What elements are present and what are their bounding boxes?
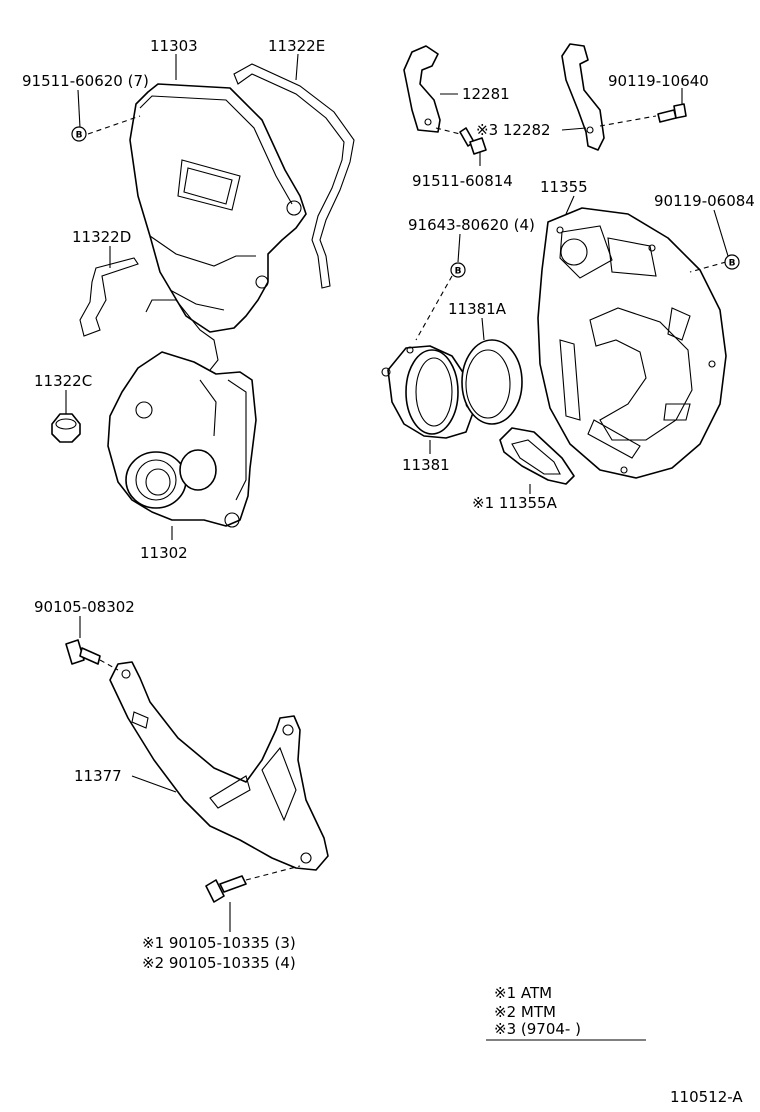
engine-hanger-12282[interactable] — [561, 43, 605, 151]
badge-b-text: B — [455, 267, 462, 277]
legend-note-3: ※3 (9704- ) — [494, 1020, 581, 1038]
badge-b-90119-06084: B — [724, 254, 740, 270]
label-90105-10335-atm: ※1 90105-10335 (3) — [142, 934, 296, 952]
label-90105-10335-mtm: ※2 90105-10335 (4) — [142, 954, 296, 972]
label-11377: 11377 — [74, 767, 122, 785]
legend: ※1 ATM ※2 MTM ※3 (9704- ) — [486, 984, 646, 1041]
badge-b-text: B — [729, 259, 736, 269]
label-12281: 12281 — [462, 85, 510, 103]
label-11302: 11302 — [140, 544, 188, 562]
label-91511-60814: 91511-60814 — [412, 172, 513, 190]
label-91643-80620: 91643-80620 (4) — [408, 216, 535, 234]
label-90119-10640: 90119-10640 — [608, 72, 709, 90]
rear-end-plate-11355[interactable] — [537, 207, 727, 479]
label-90119-06084: 90119-06084 — [654, 192, 755, 210]
hole-cover-11355A[interactable] — [499, 427, 575, 485]
engine-hanger-12281[interactable] — [403, 45, 441, 133]
badge-b-91511: B — [71, 126, 87, 142]
label-90105-08302: 90105-08302 — [34, 598, 135, 616]
label-11381A: 11381A — [448, 300, 507, 318]
bolt-90105-10335[interactable] — [205, 875, 247, 903]
timing-belt-cover-lower[interactable] — [107, 299, 257, 528]
legend-note-2: ※2 MTM — [494, 1003, 556, 1021]
badge-b-91643: B — [450, 262, 466, 278]
oil-seal-11381A[interactable] — [461, 339, 523, 425]
label-11322E: 11322E — [268, 37, 325, 55]
oil-seal-retainer-11381[interactable] — [381, 345, 475, 439]
grommet-11322C[interactable] — [51, 413, 81, 443]
bolt-90119-10640[interactable] — [657, 103, 687, 123]
gasket-11322E[interactable] — [233, 63, 355, 289]
badge-b-text: B — [76, 131, 83, 141]
diagram-code: 110512-A — [670, 1088, 743, 1106]
label-91511-60620: 91511-60620 (7) — [22, 72, 149, 90]
bolt-90105-08302[interactable] — [65, 639, 101, 665]
stiffener-plate-11377[interactable] — [109, 661, 329, 871]
timing-belt-cover-upper[interactable] — [129, 83, 307, 333]
gasket-11322D[interactable] — [79, 257, 139, 337]
label-11303: 11303 — [150, 37, 198, 55]
label-11322C: 11322C — [34, 372, 92, 390]
label-11381: 11381 — [402, 456, 450, 474]
label-12282: ※3 12282 — [476, 121, 551, 139]
bolt-91511-60814[interactable] — [459, 127, 487, 155]
leader-lines — [65, 53, 729, 932]
label-11322D: 11322D — [72, 228, 131, 246]
legend-note-1: ※1 ATM — [494, 984, 552, 1002]
label-11355: 11355 — [540, 178, 588, 196]
label-11355A: ※1 11355A — [472, 494, 558, 512]
